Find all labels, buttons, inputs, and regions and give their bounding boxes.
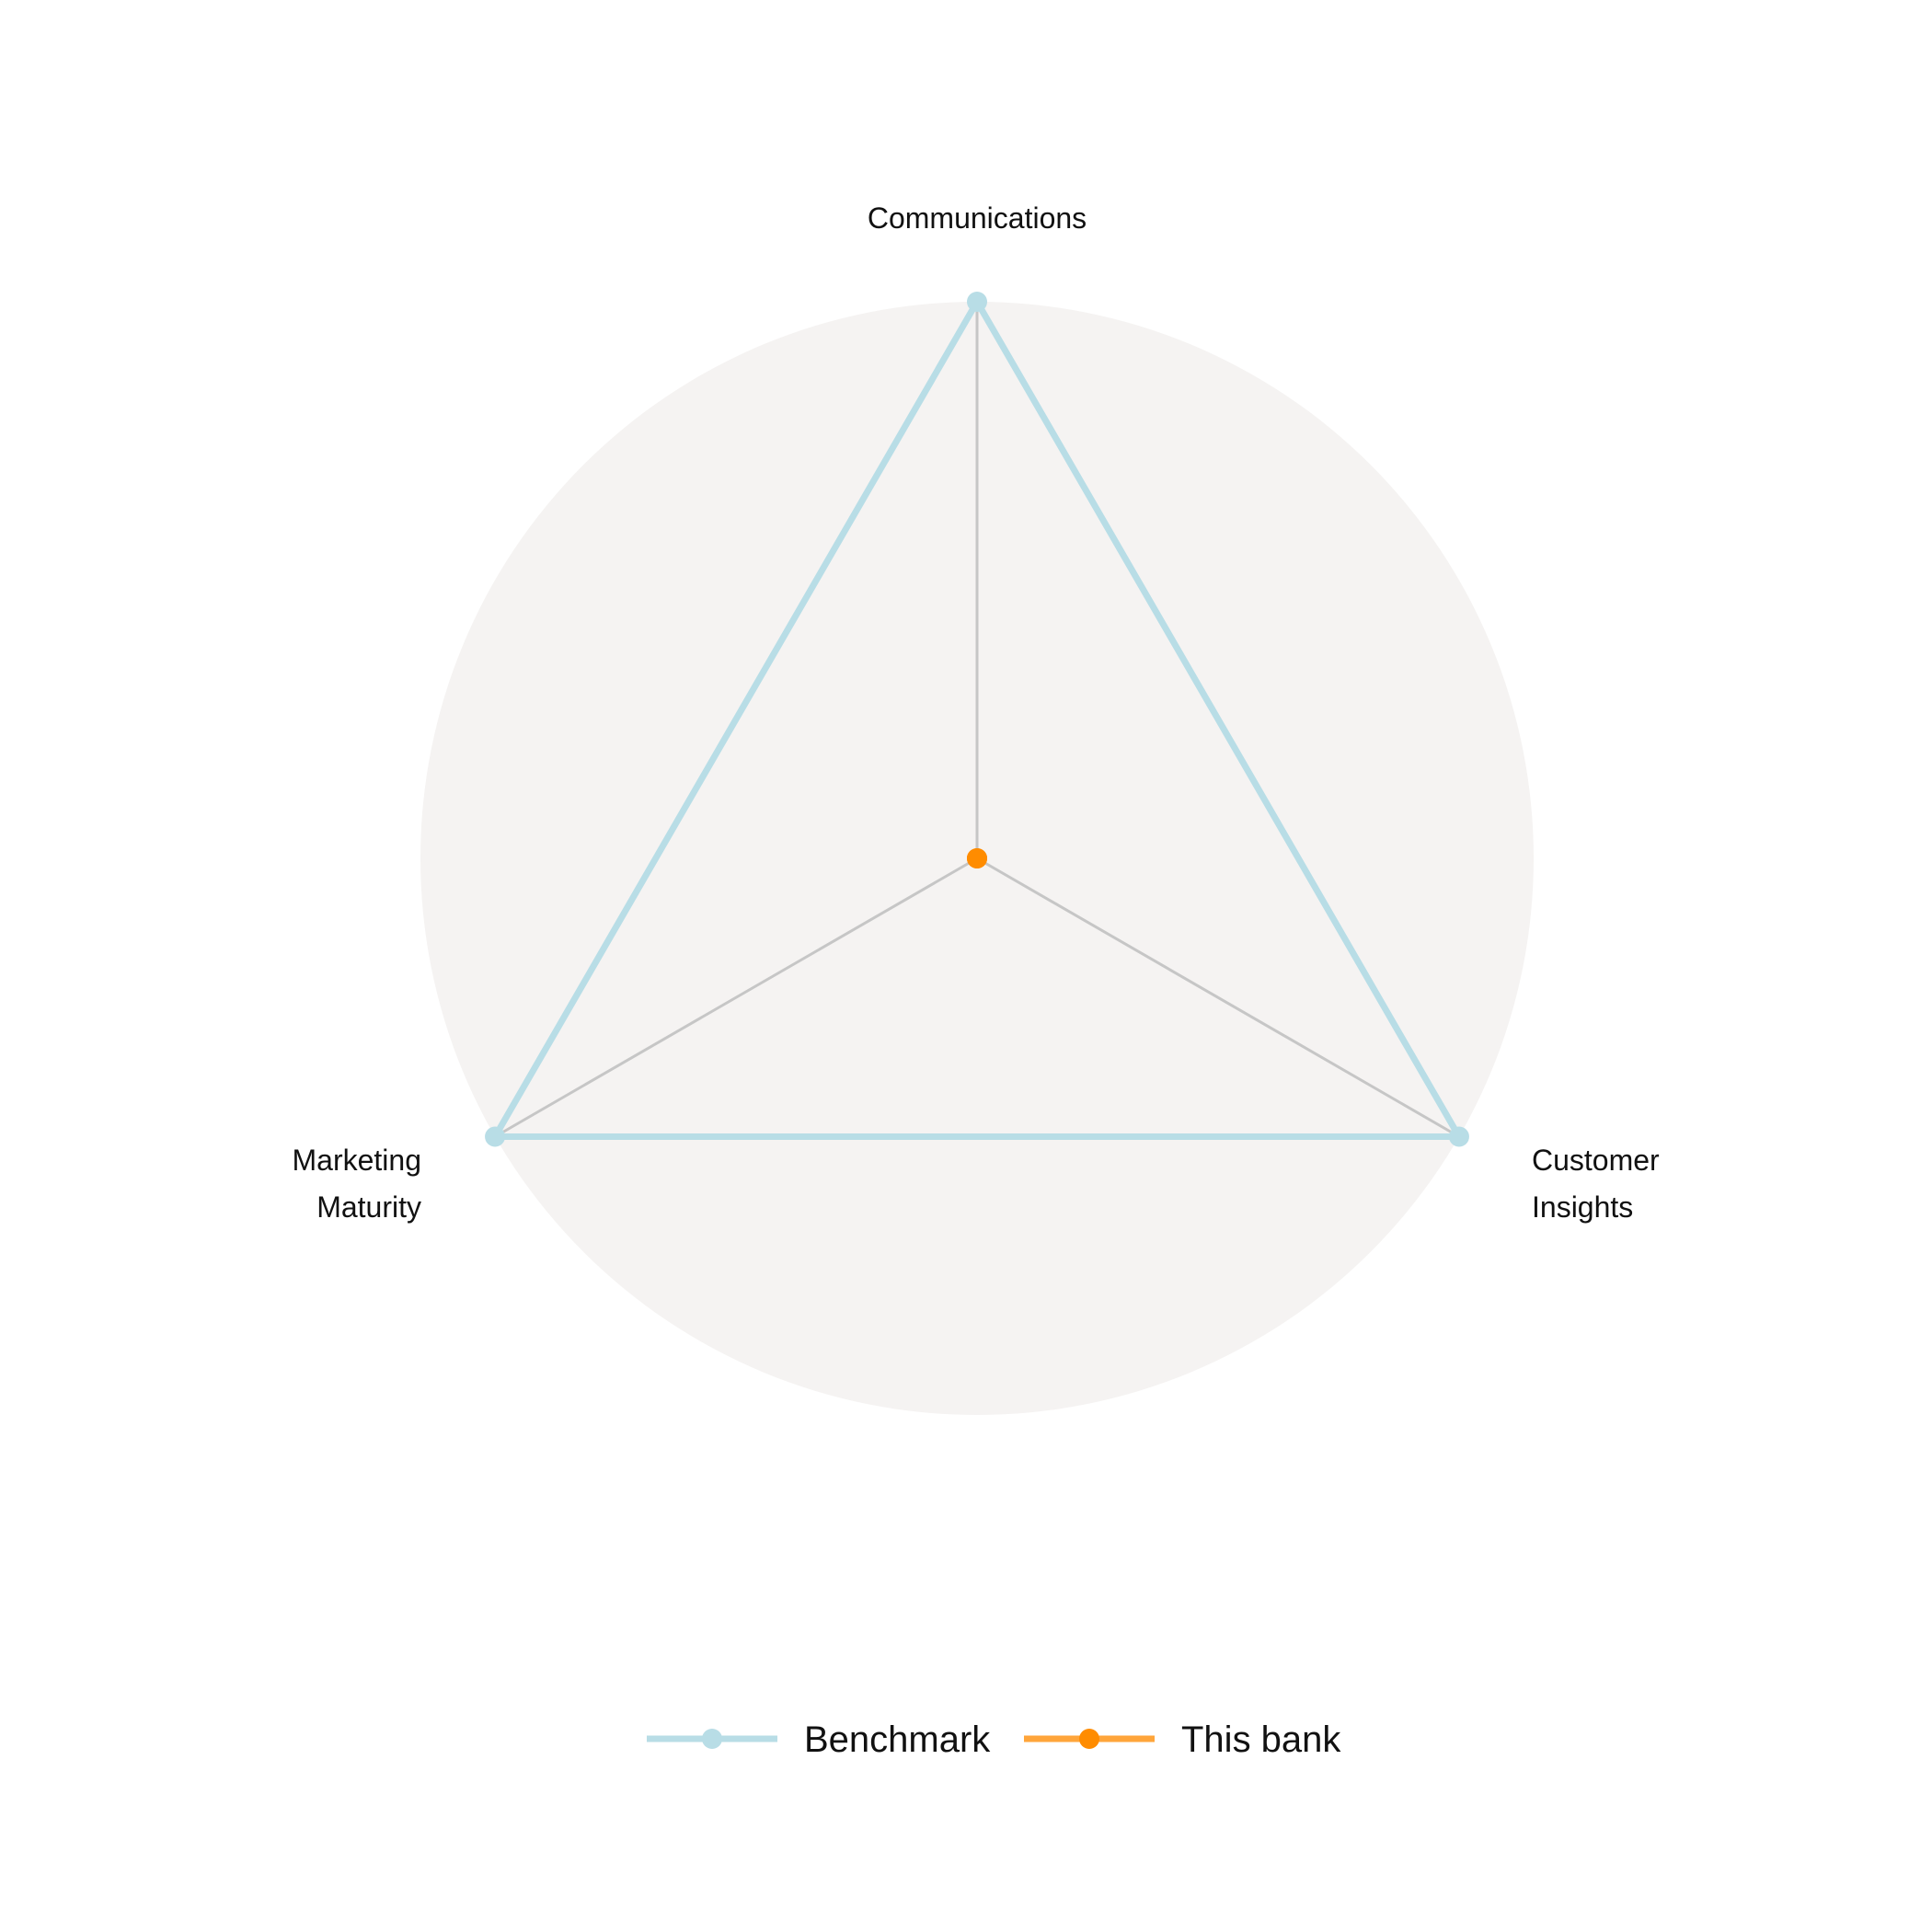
data-point <box>485 1126 506 1147</box>
axis-label-line: Customer <box>1532 1144 1660 1177</box>
axis-label-line: Maturity <box>316 1190 421 1224</box>
legend-swatch-marker <box>702 1729 722 1749</box>
legend-label: This bank <box>1181 1719 1341 1760</box>
legend-label: Benchmark <box>804 1719 991 1760</box>
data-point <box>967 848 987 868</box>
axis-label-line: Communications <box>868 201 1087 235</box>
chart-legend: Benchmark This bank <box>647 1719 1341 1760</box>
radar-series <box>485 292 1469 1147</box>
legend-item: Benchmark <box>647 1719 991 1760</box>
data-point <box>1448 1126 1469 1147</box>
series-line <box>489 294 1466 1140</box>
axis-spoke <box>976 857 1460 1138</box>
radar-spokes <box>494 302 1460 1138</box>
axis-label: Communications <box>868 201 1087 235</box>
series-benchmark <box>485 292 1469 1147</box>
axis-label-line: Insights <box>1532 1190 1633 1224</box>
data-point <box>967 292 987 312</box>
legend-swatch-marker <box>1079 1729 1099 1749</box>
series-this-bank <box>967 848 987 868</box>
legend-item: This bank <box>1024 1719 1341 1760</box>
axis-label-line: Marketing <box>293 1144 422 1177</box>
axis-spoke <box>494 857 978 1138</box>
